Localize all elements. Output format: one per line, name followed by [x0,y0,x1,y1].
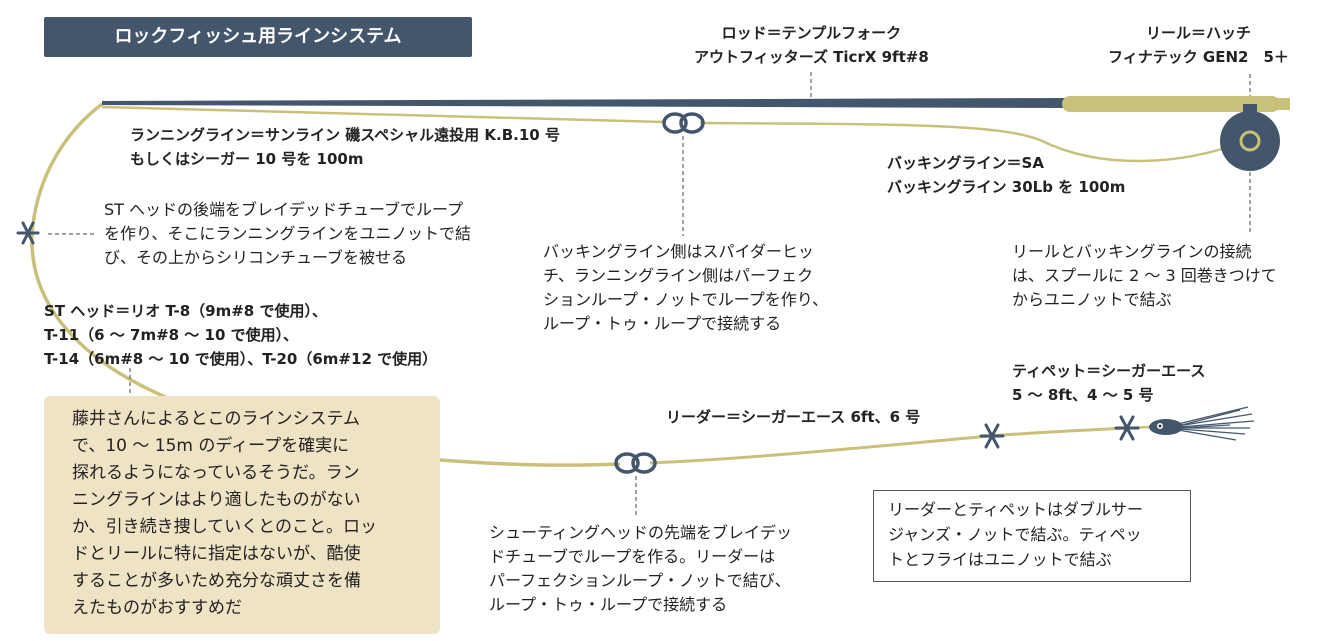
st-head-label-line: T-14（6m#8 〜 10 で使用）、T-20（6m#12 で使用） [44,350,438,368]
rod-label-line: ロッド＝テンプルフォーク [721,24,902,42]
rod-label: ロッド＝テンプルフォーク アウトフィッターズ TicrX 9ft#8 [694,21,929,69]
shooting-head-note-line: パーフェクションループ・ノットで結び、 [489,571,791,590]
page-title: ロックフィッシュ用ラインシステム [44,17,472,57]
st-head-label: ST ヘッド＝リオ T-8（9m#8 で使用）、 T-11（6 〜 7m#8 〜… [44,299,437,371]
st-rear-note: ST ヘッドの後端をブレイデッドチューブでループ を作り、そこにランニングライン… [104,198,471,270]
summary-line: ドとリールに特に指定はないが、酷使 [72,544,361,564]
st-rear-note-line: ST ヘッドの後端をブレイデッドチューブでループ [104,200,464,219]
backing-connection-note-line: ションループ・ノットでループを作り、 [543,290,829,309]
st-rear-note-line: び、その上からシリコンチューブを被せる [104,248,408,267]
st-head-line [30,102,621,467]
reel [1220,111,1280,171]
tippet-label-line: ティペット＝シーガーエース [1012,362,1206,380]
backing-connection-note-line: ループ・トゥ・ループで接続する [543,314,782,333]
fly-icon [1149,406,1255,441]
summary-line: 藤井さんによるとこのラインシステム [72,409,360,429]
reel-connection-note-line: リールとバッキングラインの接続 [1012,242,1252,261]
reel-connection-note-line: は、スプールに 2 〜 3 回巻きつけて [1012,266,1277,285]
running-line-label-line: もしくはシーガー 10 号を 100m [130,150,364,168]
running-line-label: ランニングライン＝サンライン 磯スペシャル遠投用 K.B.10 号 もしくはシー… [130,123,560,171]
backing-connection-note: バッキングライン側はスパイダーヒッ チ、ランニングライン側はパーフェク ションル… [543,240,828,336]
summary-line: ニングラインはより適したものがない [72,490,361,510]
backing-line-path [699,121,1241,163]
shooting-head-note-line: シューティングヘッドの先端をブレイデッ [489,523,793,542]
callout-lines [48,72,1251,518]
reel-connection-note: リールとバッキングラインの接続 は、スプールに 2 〜 3 回巻きつけて からユ… [1012,240,1277,312]
leader-label: リーダー＝シーガーエース 6ft、6 号 [666,408,921,426]
rod-butt [1276,98,1290,110]
reel-label-line: フィナテック GEN2 5＋ [1108,48,1289,66]
running-line [101,105,666,124]
tippet-knot-note-line: リーダーとティペットはダブルサー [888,500,1144,519]
knot-leader-tippet-icon [979,423,1005,449]
tippet-knot-note: リーダーとティペットはダブルサー ジャンズ・ノットで結ぶ。ティペッ トとフライは… [873,490,1191,582]
rod-grip [1062,96,1280,112]
tippet-label: ティペット＝シーガーエース 5 〜 8ft、4 〜 5 号 [1012,359,1205,407]
tippet-knot-note-line: ジャンズ・ノットで結ぶ。ティペッ [888,525,1142,544]
reel-foot [1243,104,1257,114]
reel-connection-note-line: からユニノットで結ぶ [1012,290,1172,309]
knot-st-rear-icon [16,221,40,245]
summary-box: 藤井さんによるとこのラインシステム で、10 〜 15m のディープを確実に 探… [44,396,440,634]
st-head-label-line: ST ヘッド＝リオ T-8（9m#8 で使用）、 [44,302,327,320]
leader-line [649,426,1127,465]
summary-line: で、10 〜 15m のディープを確実に [72,436,350,456]
st-rear-note-line: を作り、そこにランニングラインをユニノットで結 [104,224,472,243]
backing-line-label-line: バッキングライン＝SA [887,154,1044,172]
st-head-label-line: T-11（6 〜 7m#8 〜 10 で使用）、 [44,326,299,344]
reel-label: リール＝ハッチ フィナテック GEN2 5＋ [1108,21,1289,69]
knot-tippet-fly-icon [1114,415,1140,441]
loop-connection-leader-icon [614,452,657,474]
summary-line: か、引き続き捜していくとのこと。ロッ [72,517,377,537]
tippet-label-line: 5 〜 8ft、4 〜 5 号 [1012,386,1154,404]
backing-connection-note-line: バッキングライン側はスパイダーヒッ [543,242,814,261]
reel-spool [1239,130,1261,152]
running-line-label-line: ランニングライン＝サンライン 磯スペシャル遠投用 K.B.10 号 [130,126,560,144]
backing-line-label-line: バッキングライン 30Lb を 100m [887,178,1126,196]
backing-connection-note-line: チ、ランニングライン側はパーフェク [543,266,814,285]
summary-line: することが多いため充分な頑丈さを備 [72,571,361,591]
reel-label-line: リール＝ハッチ [1145,24,1251,42]
rod-label-line: アウトフィッターズ TicrX 9ft#8 [694,48,929,66]
summary-line: えたものがおすすめだ [72,598,242,618]
tippet-knot-note-line: トとフライはユニノットで結ぶ [888,550,1112,569]
shooting-head-note-line: ドチューブでループを作る。リーダーは [489,547,776,566]
loop-connection-backing-icon [662,112,705,134]
rod-blank [102,98,1070,108]
backing-line-label: バッキングライン＝SA バッキングライン 30Lb を 100m [887,151,1125,199]
shooting-head-note-line: ループ・トゥ・ループで接続する [489,595,728,614]
summary-line: 探れるようになっているそうだ。ラン [72,463,360,483]
shooting-head-note: シューティングヘッドの先端をブレイデッ ドチューブでループを作る。リーダーは パ… [489,521,792,617]
